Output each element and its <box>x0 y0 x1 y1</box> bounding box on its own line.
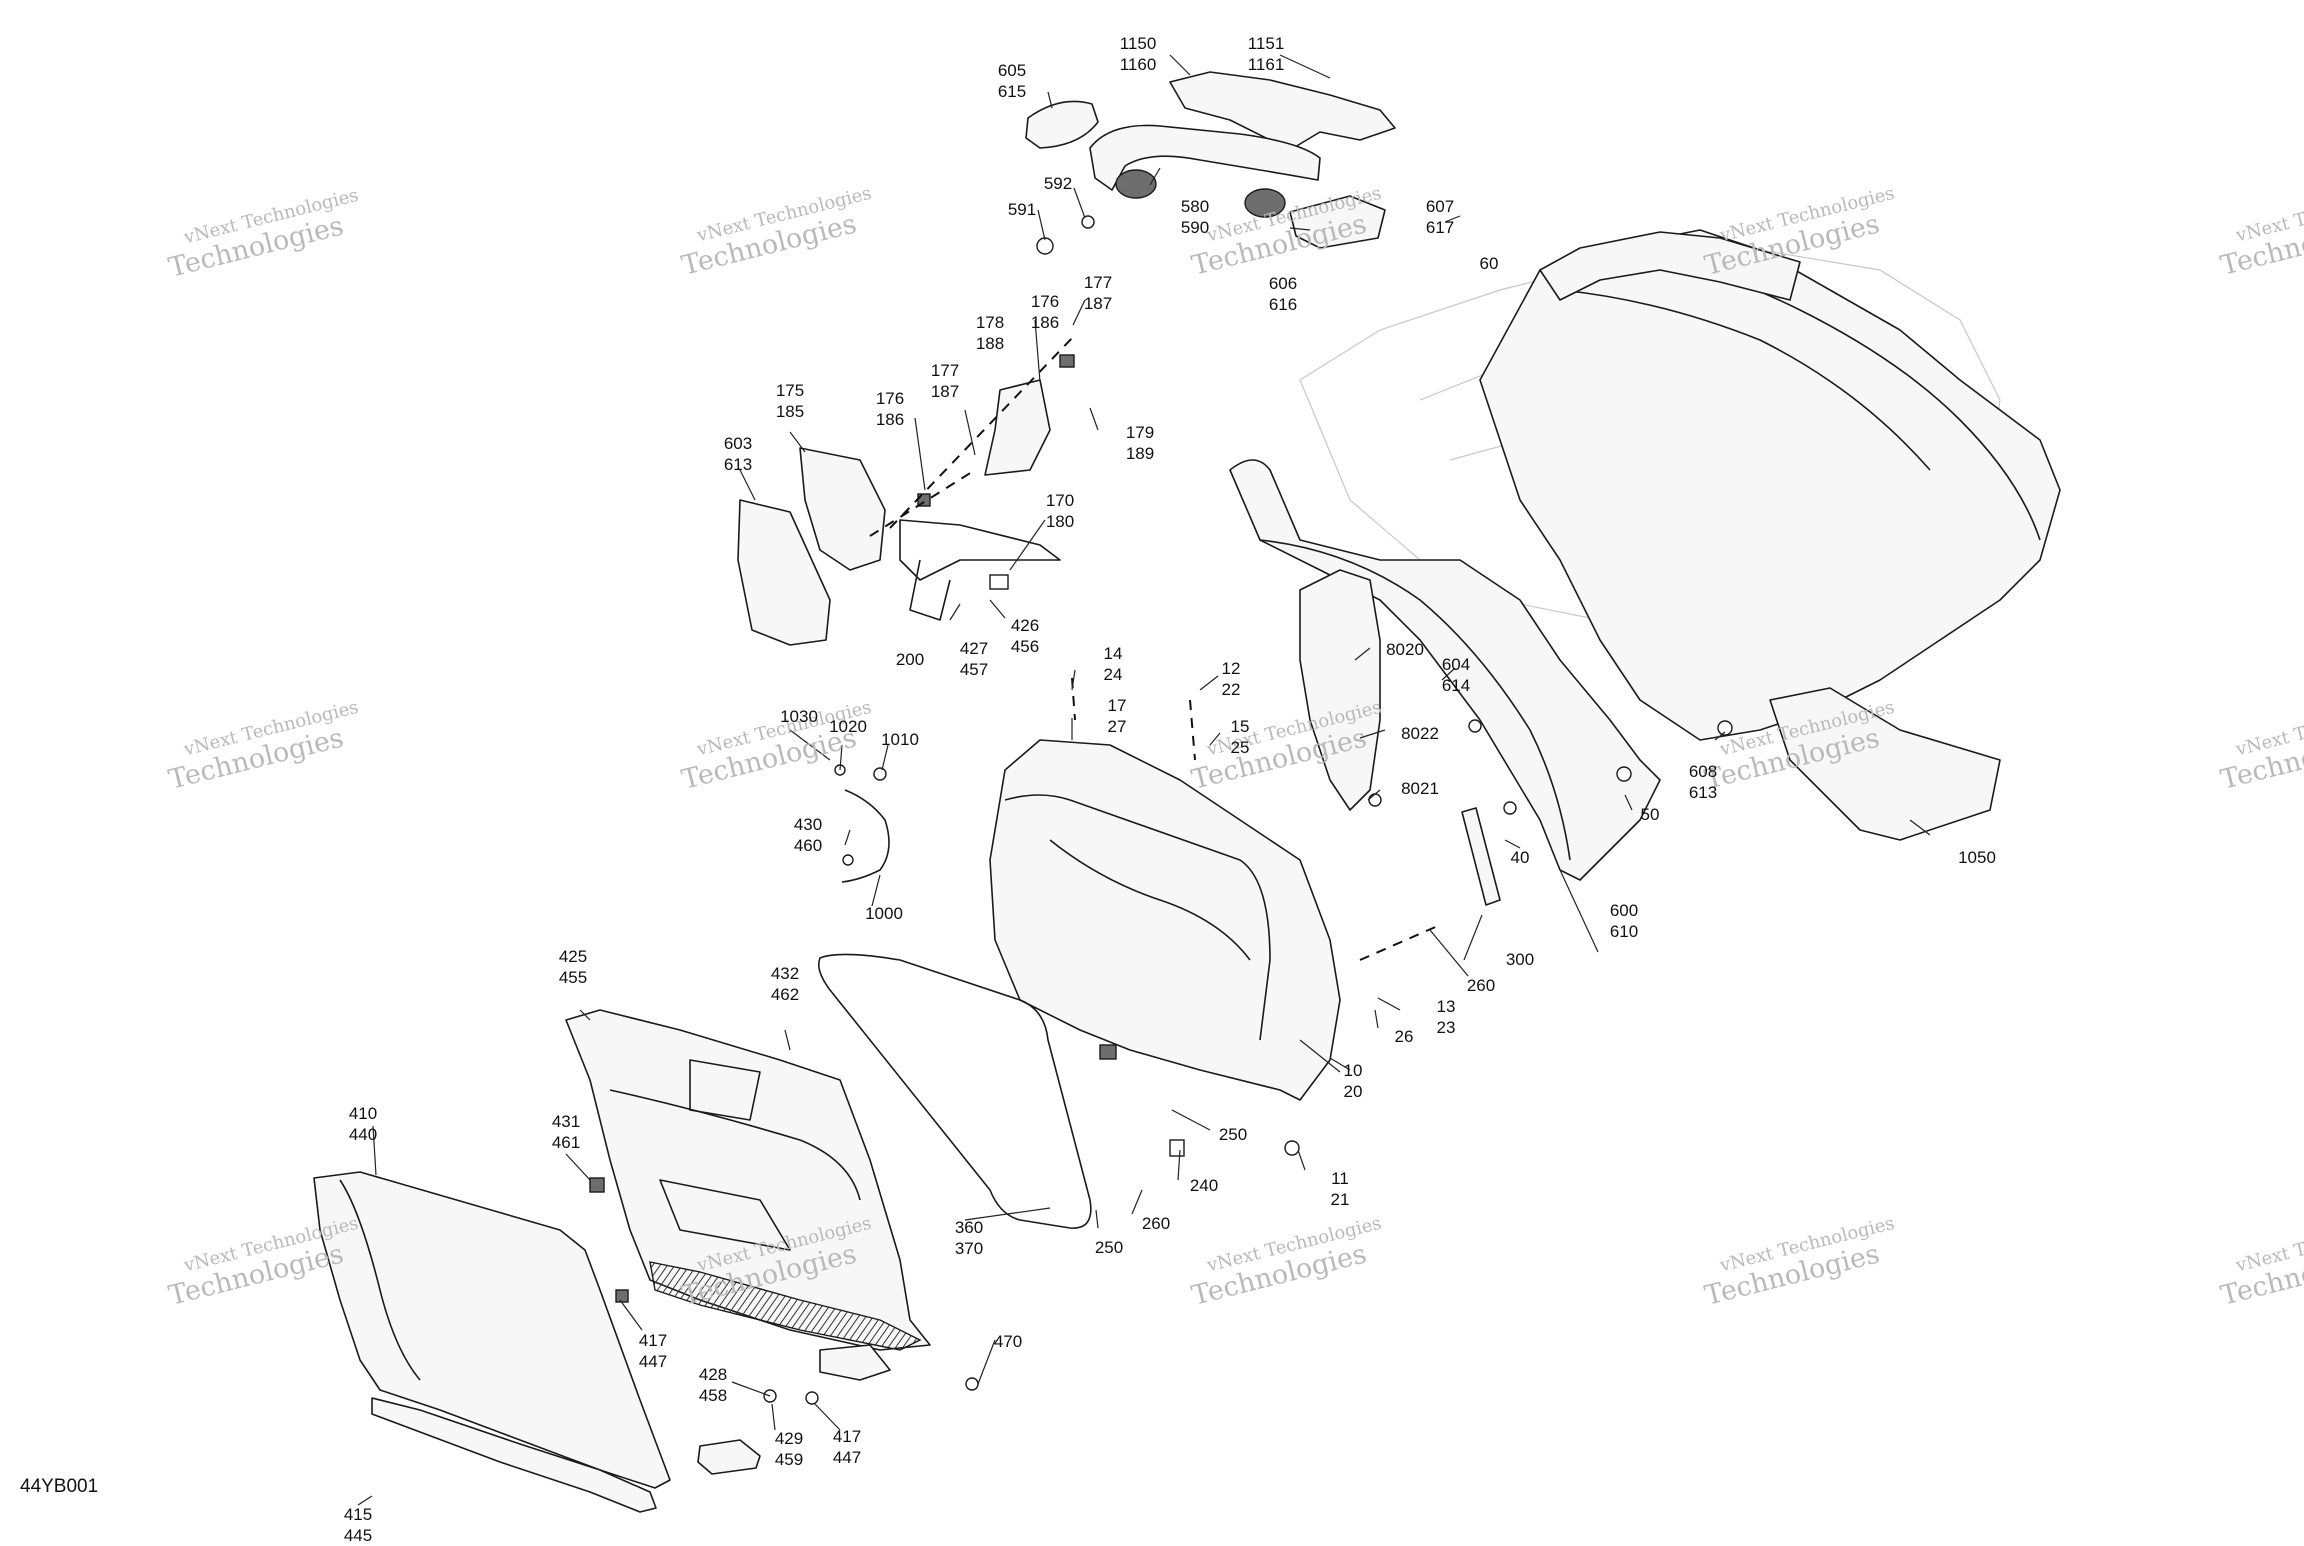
part-callout: 606 616 <box>1268 274 1298 314</box>
rear-body-panel <box>1229 229 2061 906</box>
part-callout: 260 <box>1141 1214 1171 1233</box>
part-callout: 13 23 <box>1436 997 1456 1037</box>
part-callout: 26 <box>1394 1027 1414 1046</box>
top-cover-1150 <box>1169 71 1396 151</box>
part-callout: 426 456 <box>1010 616 1040 656</box>
part-callout: 260 <box>1466 976 1496 995</box>
part-callout: 8022 <box>1401 724 1439 743</box>
trim-strip-415 <box>371 1397 657 1513</box>
handle-603 <box>737 499 831 646</box>
inner-door-panel-425 <box>565 1009 931 1381</box>
part-callout: 14 24 <box>1103 644 1123 684</box>
part-callout: 50 <box>1640 805 1660 824</box>
seal-360 <box>817 953 1092 1229</box>
end-cap-605 <box>1025 100 1099 149</box>
part-callout: 428 458 <box>698 1365 728 1405</box>
latch-assembly <box>737 334 1076 646</box>
part-callout: 417 447 <box>832 1427 862 1467</box>
latch-housing-175 <box>799 447 886 571</box>
part-callout: 1030 <box>780 707 818 726</box>
part-callout: 250 <box>1218 1125 1248 1144</box>
part-callout: 11 21 <box>1330 1169 1350 1209</box>
side-panel-604 <box>1299 569 1381 811</box>
door-liner-hatch <box>649 1261 922 1351</box>
part-callout: 177 187 <box>1083 273 1113 313</box>
saddlebag-box-10 <box>989 677 1441 1157</box>
badge-428 <box>697 1439 761 1475</box>
part-callout: 240 <box>1189 1176 1219 1195</box>
outer-door-panel-410 <box>313 1171 979 1513</box>
part-callout: 176 186 <box>875 389 905 429</box>
part-callout: 15 25 <box>1230 717 1250 757</box>
part-callout: 425 455 <box>558 947 588 987</box>
hinge-240 <box>1169 1139 1185 1157</box>
part-callout: 430 460 <box>793 815 823 855</box>
part-callout: 429 459 <box>774 1429 804 1469</box>
side-bolster-right <box>1479 229 2061 741</box>
part-callout: 417 447 <box>638 1331 668 1371</box>
part-callout: 607 617 <box>1425 197 1455 237</box>
part-callout: 415 445 <box>343 1505 373 1545</box>
strut-300 <box>1461 807 1501 906</box>
nut-591 <box>1036 237 1054 255</box>
rack-rail <box>1539 231 1801 301</box>
part-callout: 608 613 <box>1688 762 1718 802</box>
part-callout: 592 <box>1043 174 1073 193</box>
part-callout: 179 189 <box>1125 423 1155 463</box>
part-callout: 170 180 <box>1045 491 1075 531</box>
washer-592 <box>1081 215 1095 229</box>
part-callout: 580 590 <box>1180 197 1210 237</box>
part-callout: 12 22 <box>1221 659 1241 699</box>
part-callout: 1150 1160 <box>1119 34 1157 74</box>
part-callout: 431 461 <box>551 1112 581 1152</box>
part-callout: 300 <box>1505 950 1535 969</box>
part-callout: 410 440 <box>348 1104 378 1144</box>
trim-1050 <box>1769 687 2001 841</box>
part-callout: 8021 <box>1401 779 1439 798</box>
part-callout: 432 462 <box>770 964 800 1004</box>
figure-id: 44YB001 <box>20 1476 99 1497</box>
part-callout: 360 370 <box>954 1218 984 1258</box>
handle-mount-right <box>1244 188 1286 218</box>
handle-mount-left <box>1115 169 1157 199</box>
part-callout: 470 <box>993 1332 1023 1351</box>
part-callout: 1151 1161 <box>1247 34 1285 74</box>
part-callout: 60 <box>1479 254 1499 273</box>
part-callout: 40 <box>1510 848 1530 867</box>
grab-handle-580 <box>1089 124 1321 191</box>
part-callout: 604 614 <box>1441 655 1471 695</box>
part-callout: 177 187 <box>930 361 960 401</box>
fender-600 <box>1229 459 1661 881</box>
end-cap-606 <box>1289 195 1386 249</box>
part-callout: 605 615 <box>997 61 1027 101</box>
top-handle-assembly <box>1025 71 1396 255</box>
cable-assembly <box>834 764 890 883</box>
part-callout: 200 <box>895 650 925 669</box>
latch-rod-170 <box>899 519 1061 581</box>
part-callout: 1020 <box>829 717 867 736</box>
part-callout: 603 613 <box>723 434 753 474</box>
part-callout: 176 186 <box>1030 292 1060 332</box>
part-callout: 600 610 <box>1609 901 1639 941</box>
part-callout: 591 <box>1007 200 1037 219</box>
pull-pocket <box>819 1344 891 1381</box>
part-callout: 1000 <box>865 904 903 923</box>
part-callout: 427 457 <box>959 639 989 679</box>
part-callout: 1050 <box>1958 848 1996 867</box>
leader-lines <box>357 54 1931 1506</box>
part-callout: 10 20 <box>1343 1061 1363 1101</box>
part-callout: 178 188 <box>975 313 1005 353</box>
part-callout: 1010 <box>881 730 919 749</box>
part-callout: 8020 <box>1386 640 1424 659</box>
part-callout: 175 185 <box>775 381 805 421</box>
part-callout: 250 <box>1094 1238 1124 1257</box>
part-callout: 17 27 <box>1107 696 1127 736</box>
